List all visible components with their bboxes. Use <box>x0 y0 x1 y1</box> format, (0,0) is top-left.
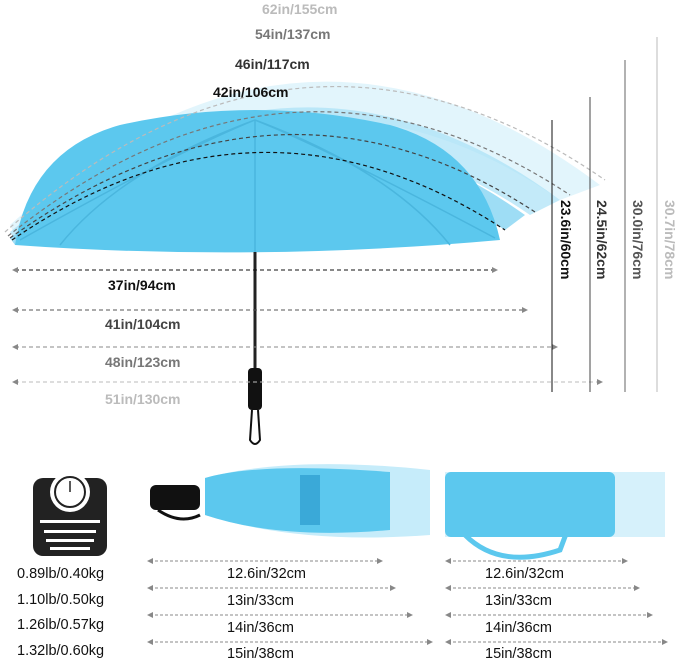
umbrella-case-image <box>445 472 665 560</box>
case-length-3: 14in/36cm <box>485 620 552 636</box>
folded-umbrella-image <box>150 464 430 538</box>
umbrella-handle <box>248 368 262 410</box>
folded-length-4: 15in/38cm <box>227 646 294 662</box>
canopy-layer-4 <box>10 81 600 235</box>
arc-label-62in: 62in/155cm <box>262 1 338 17</box>
width-label-48in: 48in/123cm <box>105 354 181 370</box>
height-label-30in: 30.0in/76cm <box>630 200 646 280</box>
wrist-strap <box>248 409 262 445</box>
height-label-23in: 23.6in/60cm <box>558 200 574 280</box>
weight-2: 1.10lb/0.50kg <box>17 592 105 608</box>
width-label-37in: 37in/94cm <box>108 277 176 293</box>
folded-length-1: 12.6in/32cm <box>227 566 306 582</box>
width-label-51in: 51in/130cm <box>105 391 181 407</box>
arc-46in <box>9 134 536 239</box>
arc-62in <box>4 85 606 233</box>
case-length-4: 15in/38cm <box>485 646 552 662</box>
arc-54in <box>7 111 571 237</box>
height-label-24in: 24.5in/62cm <box>594 200 610 280</box>
folded-length-2: 13in/33cm <box>227 593 294 609</box>
folded-length-3: 14in/36cm <box>227 620 294 636</box>
case-length-1: 12.6in/32cm <box>485 566 564 582</box>
height-label-30-7in: 30.7in/78cm <box>662 200 678 280</box>
weight-1: 0.89lb/0.40kg <box>17 566 105 582</box>
weight-4: 1.32lb/0.60kg <box>17 643 105 659</box>
arc-label-42in: 42in/106cm <box>213 84 289 100</box>
weight-3: 1.26lb/0.57kg <box>17 617 105 633</box>
canopy-main <box>15 110 500 253</box>
width-label-41in: 41in/104cm <box>105 316 181 332</box>
arc-42in <box>11 151 506 241</box>
scale-icon <box>33 472 107 556</box>
arc-label-46in: 46in/117cm <box>235 56 310 72</box>
arc-label-54in: 54in/137cm <box>255 26 331 42</box>
case-length-2: 13in/33cm <box>485 593 552 609</box>
